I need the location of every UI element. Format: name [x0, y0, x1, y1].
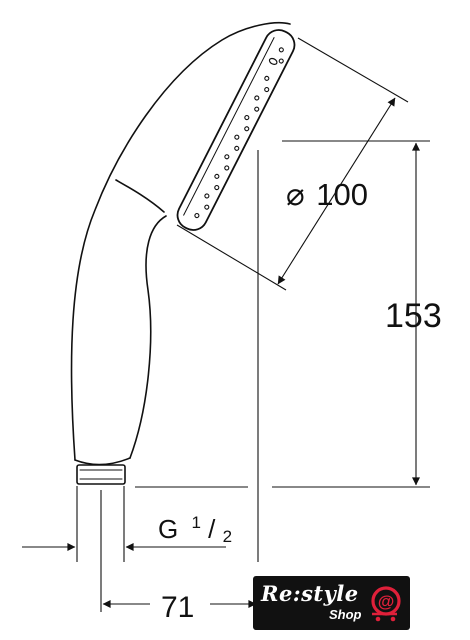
restyle-shop-logo: Re:style Shop @	[253, 576, 410, 630]
thread-connector	[76, 464, 126, 485]
svg-text:@: @	[378, 592, 395, 611]
handle-back-outline	[70, 21, 291, 461]
head-seam-line	[115, 179, 165, 213]
diameter-value: 100	[316, 177, 368, 212]
thread-letter: G	[158, 514, 178, 544]
face-slot	[268, 57, 278, 65]
shopping-cart-at-icon: @	[371, 586, 401, 622]
diameter-label: ⌀ 100	[286, 177, 368, 212]
spray-face	[176, 29, 296, 231]
width-value: 71	[161, 591, 194, 624]
shower-body	[70, 21, 291, 485]
thread-denominator: 2	[223, 527, 232, 546]
diameter-symbol: ⌀	[286, 177, 305, 212]
diameter-dimension-line	[277, 97, 396, 285]
diameter-extension-top	[297, 37, 409, 103]
dimension-lines	[22, 37, 430, 612]
logo-sub-text: Shop	[329, 607, 362, 622]
spray-nozzles	[194, 47, 284, 219]
thread-slash: /	[208, 514, 216, 544]
height-value: 153	[385, 297, 442, 335]
handle-front-outline	[129, 215, 167, 459]
thread-numerator: 1	[191, 513, 200, 532]
handle-bottom-outline	[74, 457, 131, 466]
thread-label: G 1 / 2	[158, 504, 232, 546]
diameter-extension-bottom	[176, 224, 287, 291]
logo-brand-text: Re:style	[261, 581, 359, 606]
